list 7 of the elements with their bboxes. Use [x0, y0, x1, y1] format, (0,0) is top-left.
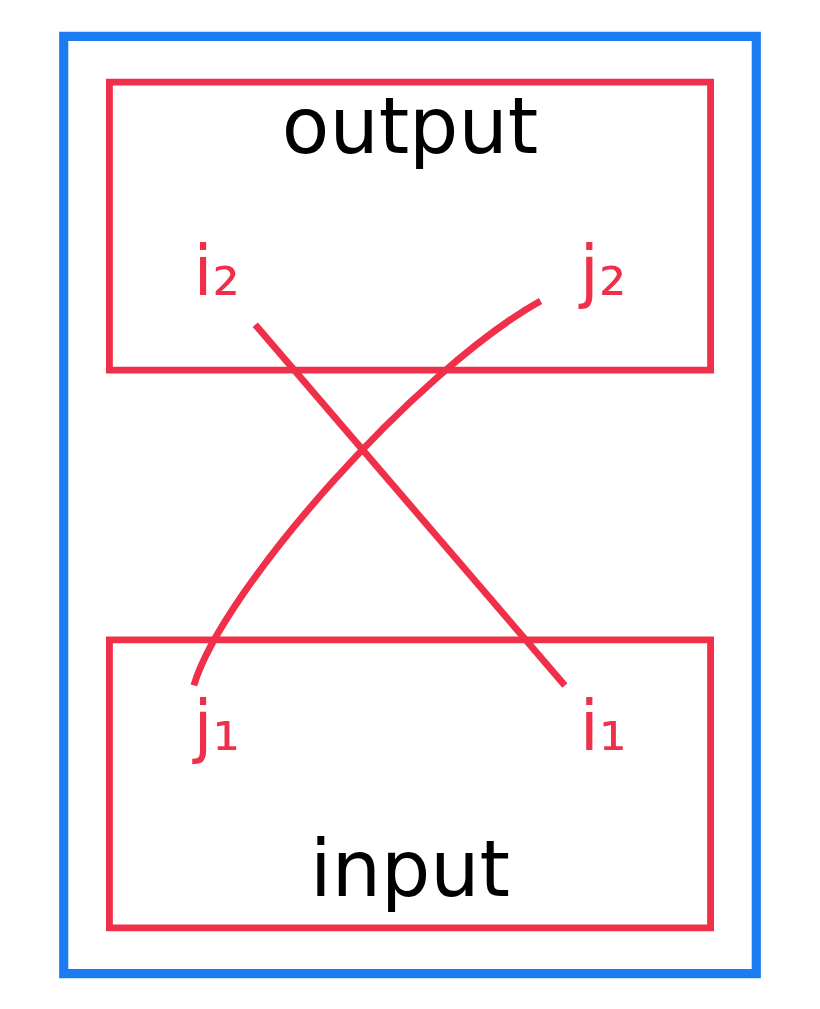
- node-text: j₂: [579, 230, 627, 311]
- connector: [252, 321, 568, 688]
- node-text: i₂: [193, 230, 241, 311]
- cluster: [59, 31, 761, 978]
- node-text: j₁: [193, 685, 241, 766]
- node-text: i₁: [579, 685, 627, 766]
- connector: [190, 297, 543, 687]
